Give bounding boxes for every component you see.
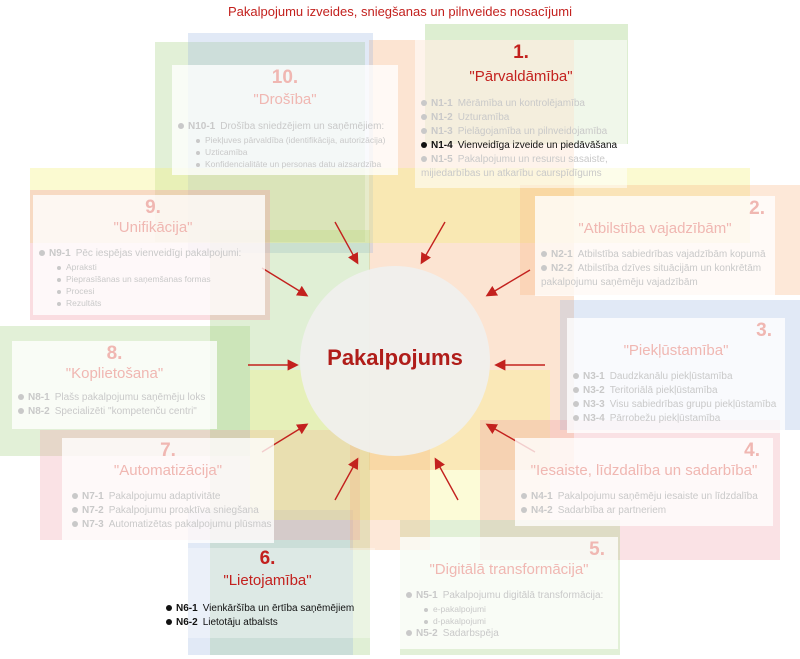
section-6-title: "Lietojamība" bbox=[223, 572, 312, 589]
sub-n9-processes: Procesi bbox=[39, 285, 241, 297]
sub-n9-descriptions: Apraksti bbox=[39, 261, 241, 273]
section-10-number: 10. bbox=[271, 67, 299, 88]
center-circle bbox=[300, 266, 490, 456]
sub-n9-forms: Pieprasīšanas un saņemšanas formas bbox=[39, 273, 241, 285]
center-label: Pakalpojums bbox=[327, 345, 463, 370]
item-n1-5-cont: mijiedarbības un atkarību caurspīdīgums bbox=[421, 168, 602, 179]
section-1-number: 1. bbox=[513, 42, 529, 63]
sub-n10-trust: Uzticamība bbox=[178, 146, 385, 158]
section-5-number: 5. bbox=[589, 539, 605, 560]
section-3-number: 3. bbox=[756, 320, 772, 341]
arrow-n5 bbox=[434, 457, 459, 501]
section-4-number: 4. bbox=[744, 440, 760, 461]
arrow-n6 bbox=[334, 457, 359, 501]
sub-n10-privacy: Konfidencialitāte un personas datu aizsa… bbox=[178, 158, 385, 170]
section-6-number: 6. bbox=[259, 548, 276, 569]
sub-n10-access: Piekļuves pārvaldība (identifikācija, au… bbox=[178, 134, 385, 146]
section-8-title: "Koplietošana" bbox=[65, 365, 164, 382]
sub-n5-d-services: d-pakalpojumi bbox=[406, 615, 603, 627]
item-n2-2-cont: pakalpojumu saņēmēju vajadzībām bbox=[541, 277, 698, 288]
section-8-number: 8. bbox=[106, 343, 123, 364]
section-7-number: 7. bbox=[160, 440, 176, 461]
section-10-title: "Drošība" bbox=[253, 91, 317, 108]
sub-n5-e-services: e-pakalpojumi bbox=[406, 603, 603, 615]
section-1-title: "Pārvaldāmība" bbox=[469, 68, 573, 85]
section-2-number: 2. bbox=[749, 198, 765, 219]
diagram-title: Pakalpojumu izveides, sniegšanas un piln… bbox=[228, 4, 572, 19]
arrow-n9 bbox=[261, 267, 309, 297]
section-5-title: "Digitālā transformācija" bbox=[429, 561, 589, 578]
section-7-title: "Automatizācija" bbox=[113, 462, 223, 479]
arrow-n2 bbox=[485, 269, 531, 297]
section-4: 4. "Iesaiste, līdzdalība un sadarbība" N… bbox=[515, 438, 773, 526]
arrow-n10 bbox=[334, 221, 359, 265]
section-9-number: 9. bbox=[145, 197, 161, 218]
section-4-title: "Iesaiste, līdzdalība un sadarbība" bbox=[530, 462, 758, 479]
arrow-n1 bbox=[420, 221, 446, 265]
sub-n9-result: Rezultāts bbox=[39, 297, 241, 309]
section-9-title: "Unifikācija" bbox=[113, 219, 193, 236]
section-2-title: "Atbilstība vajadzībām" bbox=[578, 220, 732, 237]
section-3-title: "Piekļūstamība" bbox=[623, 342, 729, 359]
